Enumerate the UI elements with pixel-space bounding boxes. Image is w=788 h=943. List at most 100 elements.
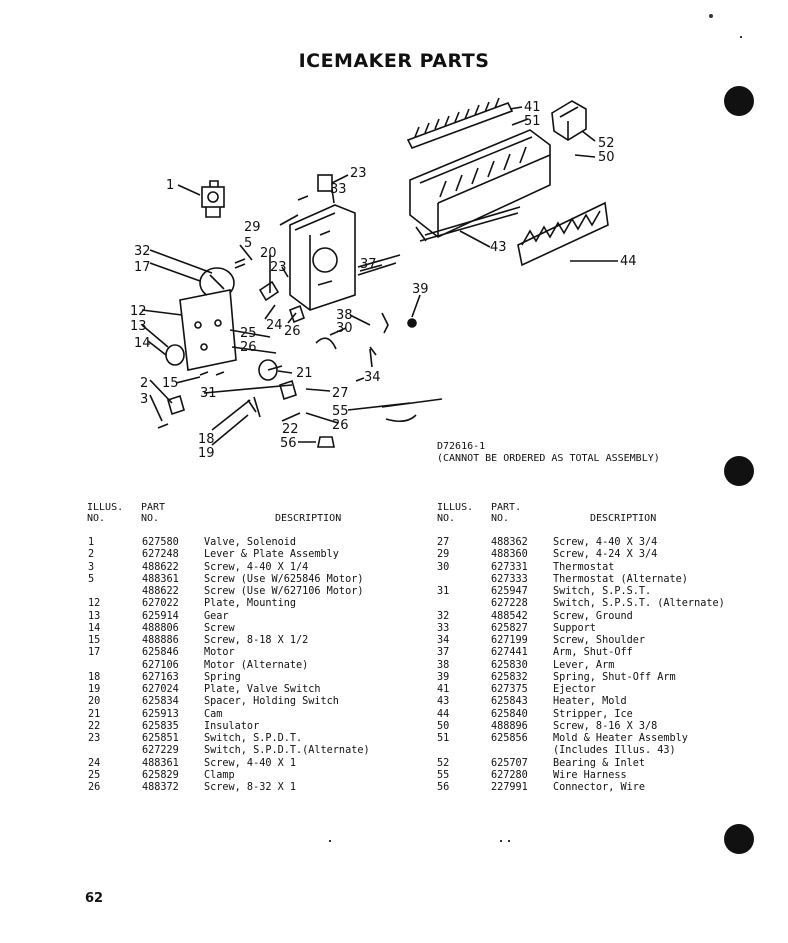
part-no: 625913 bbox=[142, 708, 179, 720]
right-header-description: DESCRIPTION bbox=[590, 513, 657, 524]
part-no: 625830 bbox=[491, 659, 528, 671]
illus-no: 30 bbox=[437, 561, 450, 573]
part-no: 627024 bbox=[142, 684, 179, 695]
right-header-part: PART. NO. bbox=[491, 502, 522, 524]
callout-20: 20 bbox=[260, 246, 277, 261]
part-no: 625947 bbox=[491, 586, 528, 597]
table-row: 34 627199 Screw, Shoulder bbox=[437, 635, 727, 647]
part-no: 488896 bbox=[491, 720, 528, 732]
callout-15: 15 bbox=[162, 376, 179, 391]
callout-14: 14 bbox=[134, 336, 151, 351]
illus-no: 22 bbox=[88, 720, 101, 732]
description: (Includes Illus. 43) bbox=[553, 745, 676, 757]
callout-13: 13 bbox=[130, 319, 147, 334]
description: Screw, 8-16 X 3/8 bbox=[553, 720, 658, 732]
part-no: 627199 bbox=[491, 635, 528, 646]
callout-23b: 23 bbox=[270, 260, 287, 275]
right-header-illus: ILLUS. NO. bbox=[437, 502, 474, 524]
callout-1: 1 bbox=[166, 178, 174, 193]
callout-3: 3 bbox=[140, 392, 148, 407]
description: Screw, Shoulder bbox=[553, 635, 646, 646]
callout-26b: 26 bbox=[240, 340, 257, 355]
scan-speck bbox=[709, 14, 713, 18]
description: Arm, Shut-Off bbox=[553, 647, 633, 659]
part-no: 488361 bbox=[142, 573, 179, 585]
callout-24: 24 bbox=[266, 318, 283, 333]
part-no: 625835 bbox=[142, 720, 179, 732]
callout-43: 43 bbox=[490, 240, 507, 255]
page-title: ICEMAKER PARTS bbox=[298, 50, 490, 72]
table-row: (Includes Illus. 43) bbox=[437, 745, 727, 757]
description: Screw, 8-32 X 1 bbox=[204, 782, 297, 793]
illus-no: 41 bbox=[437, 684, 450, 695]
part-no: 488542 bbox=[491, 610, 528, 622]
description: Lever & Plate Assembly bbox=[204, 549, 339, 561]
callout-26: 26 bbox=[284, 324, 301, 339]
callout-37: 37 bbox=[360, 257, 377, 272]
description: Switch, S.P.S.T. bbox=[553, 586, 652, 597]
illus-no: 19 bbox=[88, 684, 101, 695]
description: Thermostat (Alternate) bbox=[553, 573, 688, 585]
callout-29: 29 bbox=[244, 220, 261, 235]
part-no: 625707 bbox=[491, 757, 528, 769]
part-no: 625840 bbox=[491, 708, 528, 720]
illus-no: 56 bbox=[437, 782, 450, 793]
scan-speck bbox=[740, 36, 742, 38]
part-no: 625851 bbox=[142, 733, 179, 744]
description: Spring, Shut-Off Arm bbox=[553, 671, 676, 683]
part-no: 627441 bbox=[491, 647, 528, 659]
illus-no: 27 bbox=[437, 537, 450, 548]
callout-50: 50 bbox=[598, 150, 615, 165]
description: Support bbox=[553, 622, 596, 634]
illus-no: 25 bbox=[88, 769, 101, 781]
table-row: 627228 Switch, S.P.S.T. (Alternate) bbox=[437, 598, 727, 610]
table-row: 50 488896 Screw, 8-16 X 3/8 bbox=[437, 721, 727, 733]
part-no: 627229 bbox=[142, 745, 179, 757]
description: Cam bbox=[204, 708, 223, 720]
callout-21: 21 bbox=[296, 366, 313, 381]
illus-no: 31 bbox=[437, 586, 450, 597]
illus-no: 39 bbox=[437, 671, 450, 683]
description: Screw (Use W/625846 Motor) bbox=[204, 573, 364, 585]
drawing-number: D72616-1 bbox=[437, 441, 486, 452]
table-row: 5 488361 Screw (Use W/625846 Motor) bbox=[88, 574, 388, 586]
part-no: 488622 bbox=[142, 561, 179, 573]
description: Ejector bbox=[553, 684, 596, 695]
part-no: 627106 bbox=[142, 659, 179, 671]
callout-39: 39 bbox=[412, 282, 429, 297]
illus-no: 32 bbox=[437, 610, 450, 622]
description: Switch, S.P.D.T.(Alternate) bbox=[204, 745, 370, 757]
binder-hole bbox=[724, 824, 754, 854]
part-no: 627228 bbox=[491, 598, 528, 610]
illus-no: 5 bbox=[88, 573, 95, 585]
illus-no: 1 bbox=[88, 537, 95, 548]
part-no: 625856 bbox=[491, 733, 528, 744]
callout-23: 23 bbox=[350, 166, 367, 181]
callout-2: 2 bbox=[140, 376, 148, 391]
description: Switch, S.P.S.T. (Alternate) bbox=[553, 598, 725, 610]
part-no: 627333 bbox=[491, 573, 528, 585]
callout-26c: 26 bbox=[332, 418, 349, 433]
callout-25: 25 bbox=[240, 326, 257, 341]
callout-33: 33 bbox=[330, 182, 347, 197]
description: Switch, S.P.D.T. bbox=[204, 733, 303, 744]
illus-no: 50 bbox=[437, 720, 450, 732]
description: Mold & Heater Assembly bbox=[553, 733, 688, 744]
description: Plate, Valve Switch bbox=[204, 684, 321, 695]
illus-no: 34 bbox=[437, 635, 450, 646]
part-no: 627163 bbox=[142, 671, 179, 683]
